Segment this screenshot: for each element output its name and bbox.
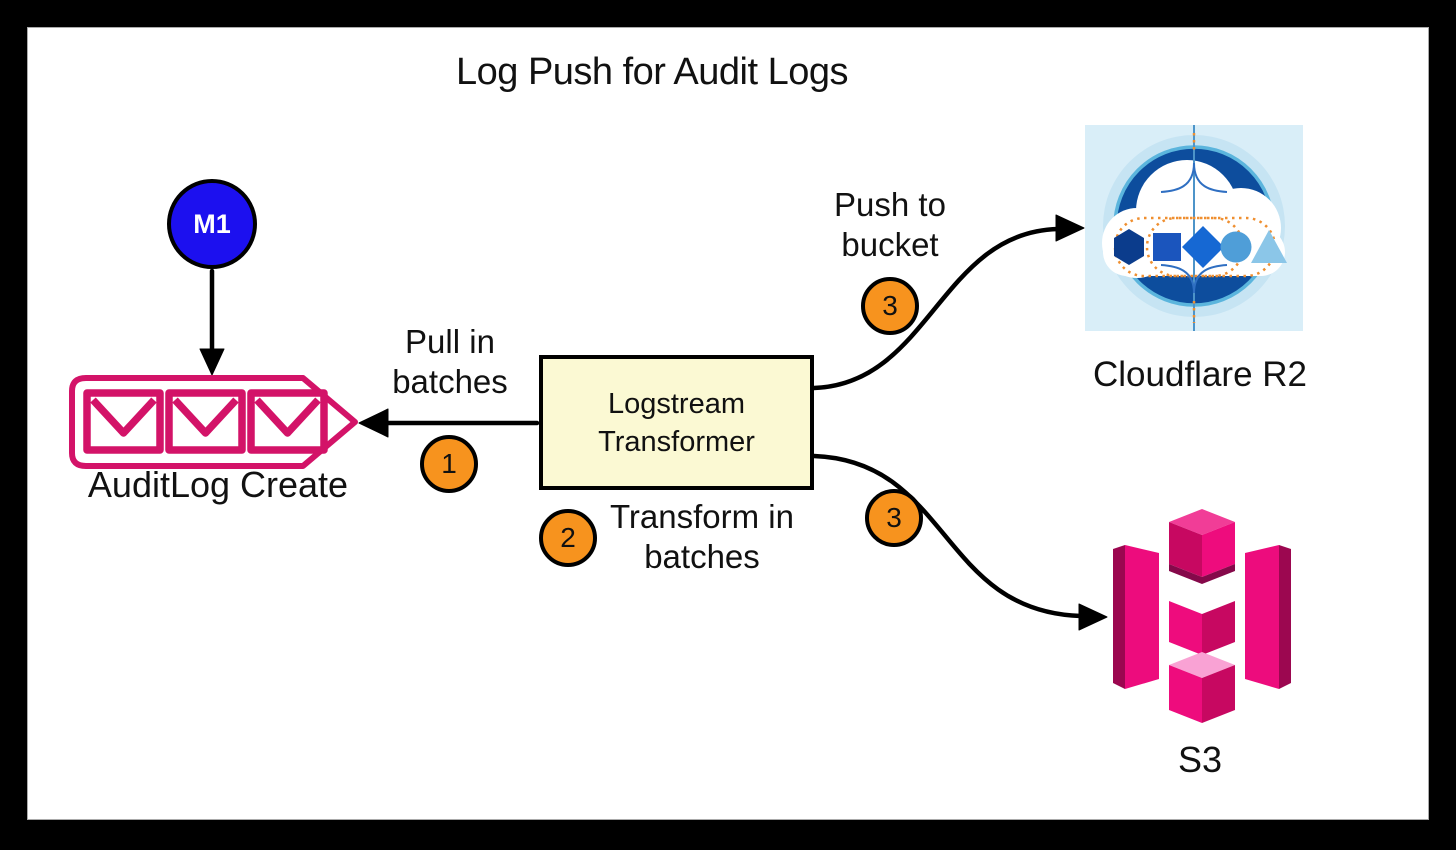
triangle-icon	[1251, 230, 1287, 263]
square-icon	[1153, 233, 1181, 261]
page-title: Log Push for Audit Logs	[455, 51, 849, 93]
r2-node-label: Cloudflare R2	[1093, 355, 1307, 394]
transformer-label-line1: Logstream	[607, 387, 745, 420]
logstream-transformer-node: Logstream Transformer	[539, 355, 814, 490]
step-badge-1: 1	[420, 435, 478, 493]
circle-icon	[1220, 231, 1252, 263]
transformer-label-line2: Transformer	[598, 425, 755, 458]
envelope-icon	[83, 389, 164, 454]
step-label-transform: Transform in batches	[610, 498, 794, 575]
step-label-push: Push to bucket	[834, 186, 946, 263]
envelope-icon	[247, 389, 328, 454]
envelope-icon	[165, 389, 246, 454]
m1-message-node: M1	[167, 179, 257, 269]
cloudflare-r2-icon	[1085, 125, 1303, 331]
diamond-icon	[1182, 226, 1224, 268]
auditlog-queue-icon	[69, 375, 358, 469]
step-label-pull: Pull in batches	[392, 323, 508, 400]
r2-data-shapes	[1114, 226, 1287, 268]
step-badge-3-s3: 3	[865, 489, 923, 547]
hexagon-icon	[1114, 229, 1144, 265]
auditlog-node-label: AuditLog Create	[87, 464, 349, 505]
step-badge-2: 2	[539, 509, 597, 567]
s3-node-label: S3	[1177, 739, 1223, 780]
s3-bucket-icon	[1113, 509, 1291, 723]
m1-label: M1	[193, 208, 231, 239]
step-badge-3-r2: 3	[861, 277, 919, 335]
